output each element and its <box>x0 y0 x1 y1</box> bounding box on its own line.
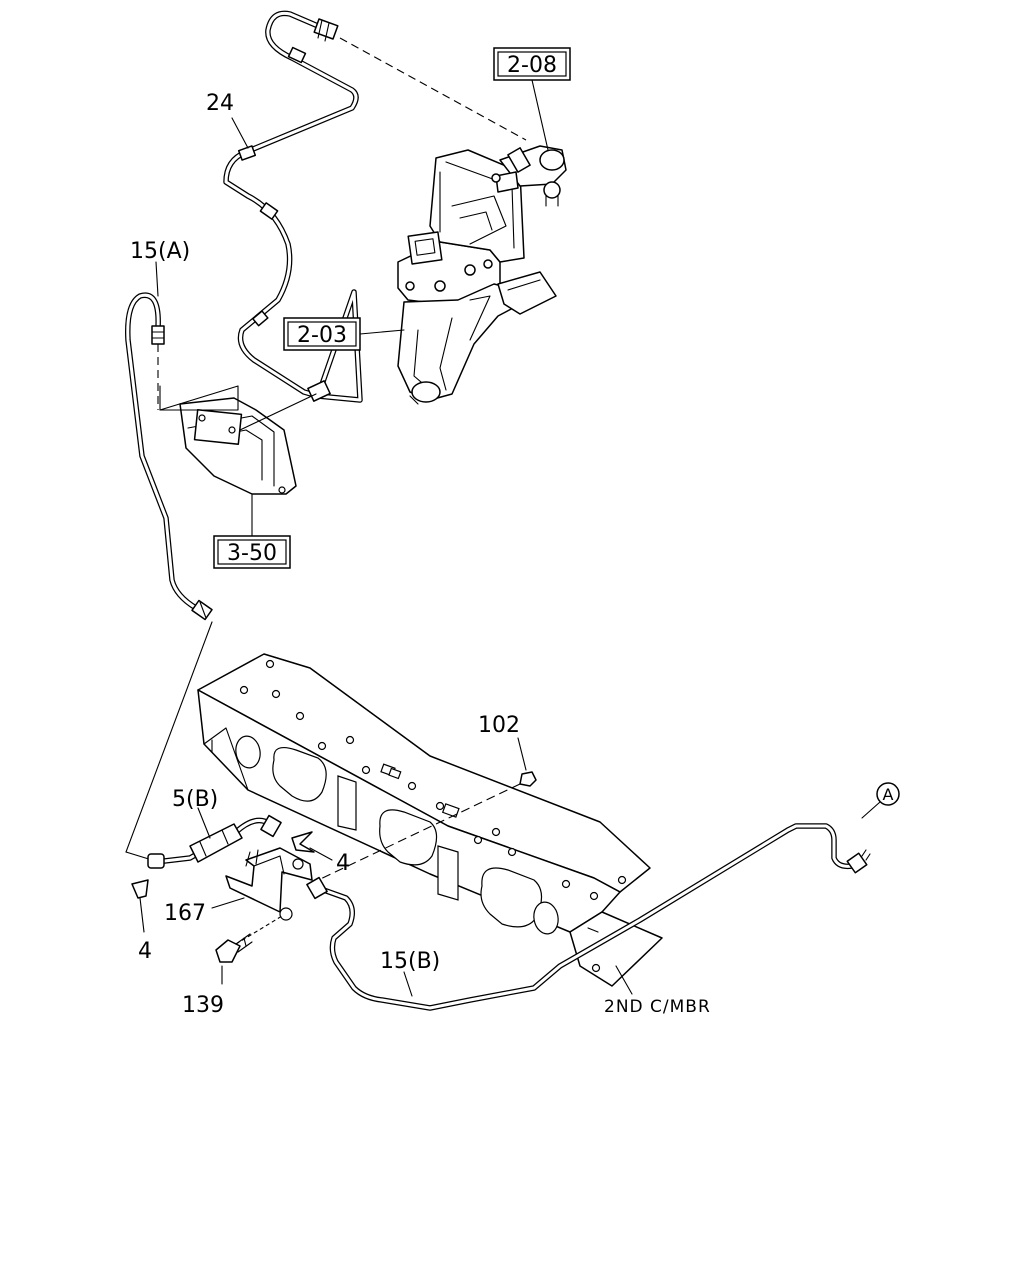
pipe-15a <box>125 292 213 861</box>
leader-2-08-dash <box>339 37 527 141</box>
ref-2-03-label: 2-03 <box>297 323 347 348</box>
flex-hose-5b <box>147 814 282 869</box>
junction-bracket <box>157 344 317 495</box>
leader-167 <box>211 897 245 909</box>
clip-4-left <box>131 879 149 933</box>
ref-3-50-label: 3-50 <box>227 541 277 566</box>
label-139: 139 <box>182 993 224 1018</box>
connector-marker-a: A <box>861 782 900 819</box>
label-4-right: 4 <box>336 851 350 876</box>
leader-5b <box>197 807 211 839</box>
ref-3-50: 3-50 <box>213 493 291 569</box>
crossmember <box>197 653 663 987</box>
label-5b: 5(B) <box>172 787 218 812</box>
bracket-167 <box>225 847 313 921</box>
leader-15a <box>155 261 159 297</box>
label-102: 102 <box>478 713 520 738</box>
label-24: 24 <box>206 91 234 116</box>
connector-marker-a-label: A <box>883 785 894 804</box>
label-2nd-crossmember: 2ND C/MBR <box>604 997 711 1017</box>
nut-102 <box>309 771 537 885</box>
leader-24 <box>231 117 249 149</box>
ref-2-08-label: 2-08 <box>507 53 557 78</box>
bolt-139 <box>215 915 283 963</box>
leader-member <box>615 965 633 995</box>
pipe-15b <box>306 823 871 1011</box>
ref-2-03: 2-03 <box>283 317 405 351</box>
leader-15b <box>403 971 413 997</box>
label-167: 167 <box>164 901 206 926</box>
label-4-left: 4 <box>138 939 152 964</box>
clutch-pedal-assembly <box>397 145 567 405</box>
clip-4-right <box>291 831 333 861</box>
leader-102 <box>517 737 527 771</box>
label-15a: 15(A) <box>130 239 190 264</box>
label-15b: 15(B) <box>380 949 440 974</box>
ref-2-08: 2-08 <box>493 47 571 151</box>
